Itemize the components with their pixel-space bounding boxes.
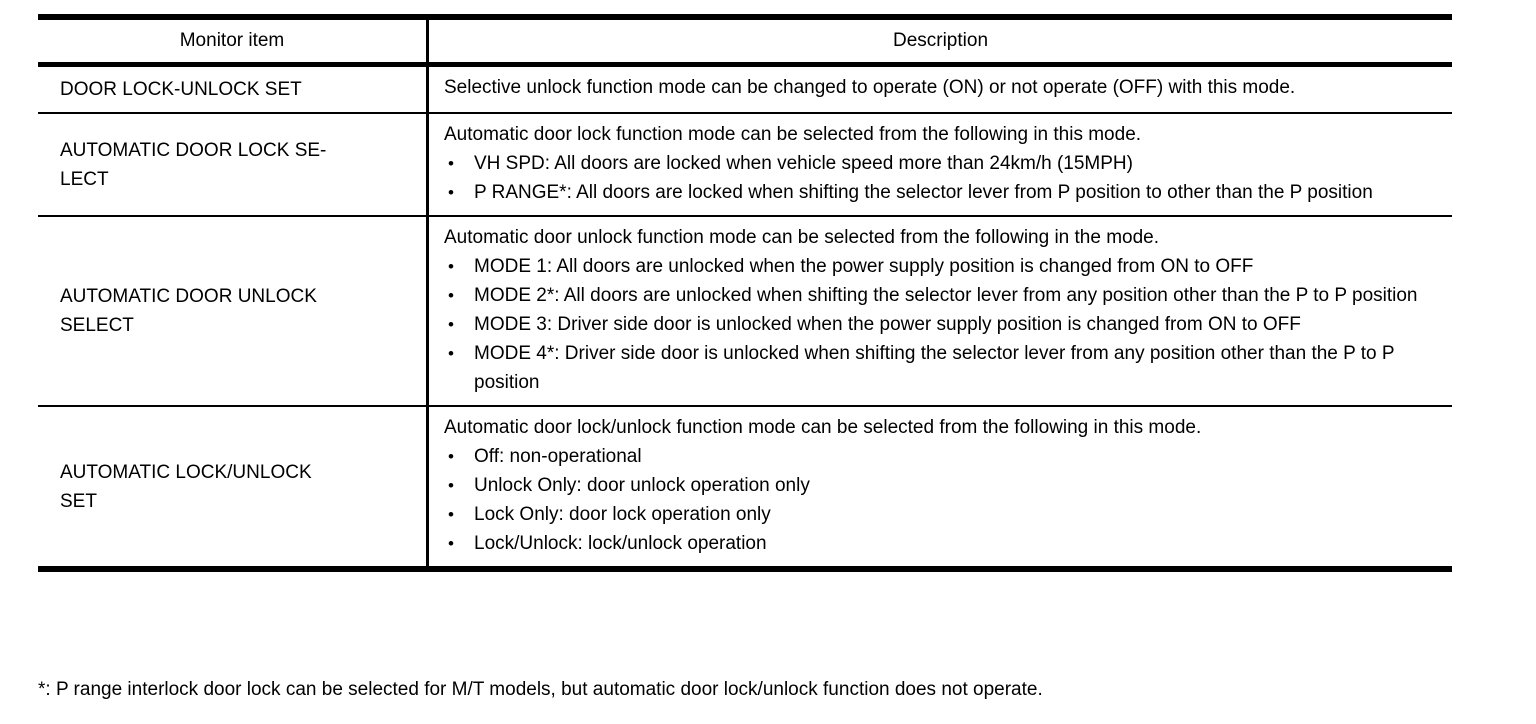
bullet-icon: • — [448, 476, 454, 495]
bullet-item: • Unlock Only: door unlock operation only — [444, 471, 1440, 500]
description-intro: Selective unlock function mode can be ch… — [444, 77, 1296, 98]
bullet-item: • VH SPD: All doors are locked when vehic… — [444, 149, 1440, 178]
bullet-item: • Off: non-operational — [444, 442, 1440, 471]
monitor-item-line: SELECT — [60, 315, 134, 336]
table-row: DOOR LOCK-UNLOCK SET Selective unlock fu… — [38, 64, 1452, 114]
header-row: Monitor item Description — [38, 17, 1452, 67]
table-row: AUTOMATIC DOOR UNLOCK SELECT Automatic do… — [38, 215, 1452, 406]
bullet-item: • P RANGE*: All doors are locked when shi… — [444, 178, 1440, 207]
monitor-item-line: SET — [60, 490, 97, 512]
header-monitor-item: Monitor item — [38, 17, 428, 67]
bullet-text: Unlock Only: door unlock operation only — [474, 475, 810, 496]
table-body: DOOR LOCK-UNLOCK SET Selective unlock fu… — [38, 64, 1452, 569]
description-cell: Selective unlock function mode can be ch… — [426, 64, 1452, 113]
bullet-text: Off: non-operational — [474, 446, 642, 467]
monitor-item-cell: DOOR LOCK-UNLOCK SET — [38, 65, 428, 114]
table-row: AUTOMATIC LOCK/UNLOCK SET Automatic door … — [38, 405, 1452, 569]
monitor-item-line: AUTOMATIC DOOR UNLOCK — [60, 286, 317, 307]
bullet-item: • MODE 4*: Driver side door is unlocked w… — [444, 339, 1440, 397]
bullet-item: • Lock Only: door lock operation only — [444, 500, 1440, 529]
monitor-item-line: DOOR LOCK-UNLOCK SET — [60, 79, 302, 100]
bullet-list: • MODE 1: All doors are unlocked when the… — [444, 252, 1440, 397]
description-cell: Automatic door unlock function mode can … — [426, 215, 1452, 406]
bullet-text: Lock Only: door lock operation only — [474, 504, 771, 525]
monitor-item-table: Monitor item Description DOOR LOCK-UNLOC… — [38, 14, 1452, 572]
bullet-icon: • — [448, 447, 454, 466]
bullet-icon: • — [448, 286, 454, 305]
bullet-item: • MODE 2*: All doors are unlocked when sh… — [444, 281, 1440, 310]
table-footnote: *: P range interlock door lock can be se… — [38, 679, 1043, 700]
bullet-text: Lock/Unlock: lock/unlock operation — [474, 533, 767, 554]
bullet-icon: • — [448, 505, 454, 524]
bullet-text: VH SPD: All doors are locked when vehicl… — [474, 153, 1133, 174]
monitor-item-cell: AUTOMATIC DOOR LOCK SE- LECT — [38, 112, 428, 216]
bullet-item: • Lock/Unlock: lock/unlock operation — [444, 529, 1440, 558]
bullet-list: • Off: non-operational • Unlock Only: door … — [444, 442, 1440, 558]
description-cell: Automatic door lock function mode can be… — [426, 112, 1452, 216]
bullet-text: MODE 4*: Driver side door is unlocked wh… — [474, 343, 1395, 393]
bullet-icon: • — [448, 344, 454, 363]
bullet-text: MODE 2*: All doors are unlocked when shi… — [474, 285, 1418, 306]
description-intro: Automatic door unlock function mode can … — [444, 227, 1160, 248]
bullet-item: • MODE 3: Driver side door is unlocked wh… — [444, 310, 1440, 339]
description-intro: Automatic door lock function mode can be… — [444, 124, 1142, 145]
description-cell: Automatic door lock/unlock function mode… — [426, 405, 1452, 569]
monitor-item-line: AUTOMATIC DOOR LOCK SE- — [60, 139, 327, 161]
bullet-text: MODE 1: All doors are unlocked when the … — [474, 256, 1254, 277]
monitor-item-line: LECT — [60, 168, 109, 190]
bullet-list: • VH SPD: All doors are locked when vehic… — [444, 149, 1440, 207]
monitor-item-line: AUTOMATIC LOCK/UNLOCK — [60, 461, 312, 483]
bullet-icon: • — [448, 183, 454, 202]
description-intro: Automatic door lock/unlock function mode… — [444, 417, 1202, 438]
bullet-icon: • — [448, 257, 454, 276]
bullet-text: MODE 3: Driver side door is unlocked whe… — [474, 314, 1301, 335]
bullet-icon: • — [448, 154, 454, 173]
table-header: Monitor item Description — [38, 17, 1452, 67]
bullet-icon: • — [448, 315, 454, 334]
bullet-icon: • — [448, 534, 454, 553]
header-description: Description — [426, 17, 1452, 67]
bullet-text: P RANGE*: All doors are locked when shif… — [474, 182, 1373, 203]
monitor-item-cell: AUTOMATIC DOOR UNLOCK SELECT — [38, 215, 428, 406]
table-row: AUTOMATIC DOOR LOCK SE- LECT Automatic do… — [38, 112, 1452, 216]
monitor-item-cell: AUTOMATIC LOCK/UNLOCK SET — [38, 405, 428, 569]
bullet-item: • MODE 1: All doors are unlocked when the… — [444, 252, 1440, 281]
